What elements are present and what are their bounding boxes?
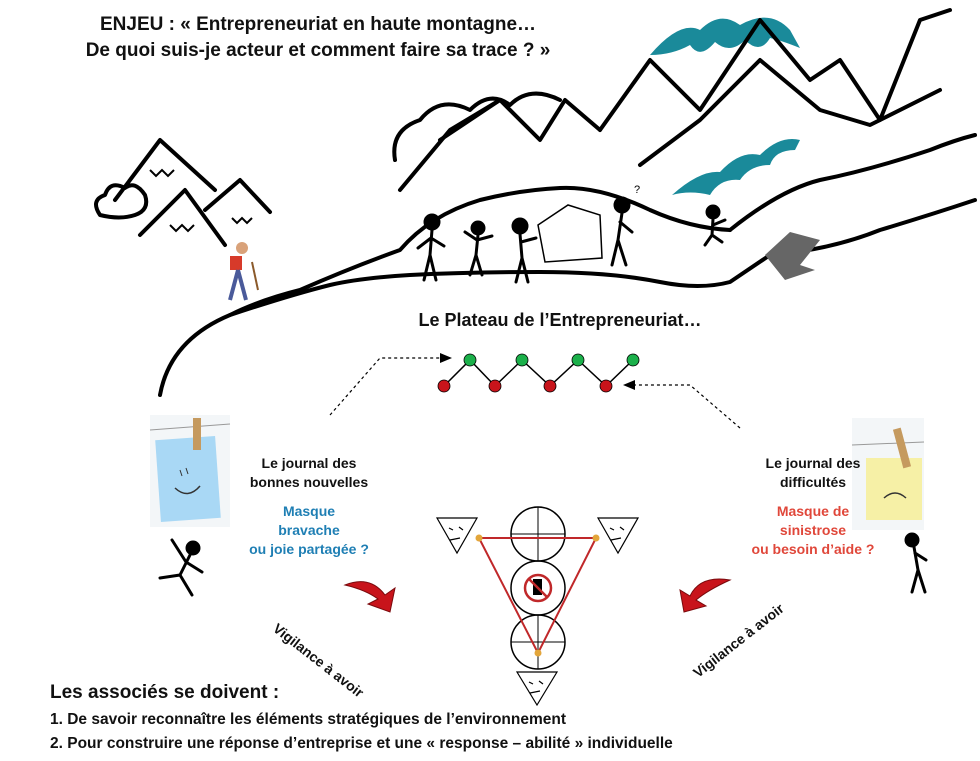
left-mask-line-2: bravache (278, 522, 340, 538)
zigzag-chain (437, 353, 640, 393)
right-mask-line-1: Masque de (776, 503, 850, 519)
left-mask-line-3: ou joie partagée ? (249, 541, 369, 557)
sticky-note-blue (149, 415, 231, 527)
left-mask-line-1: Masque (282, 503, 336, 519)
teal-peaks (650, 17, 800, 195)
right-journal-title-2: difficultés (779, 474, 847, 490)
right-mask-line-2: sinistrose (779, 522, 847, 538)
right-mask-line-3: ou besoin d’aide ? (751, 541, 875, 557)
small-triangles (435, 517, 640, 707)
worried-figure (904, 532, 928, 594)
plateau-figures (416, 196, 727, 284)
title-line-1: ENJEU : « Entrepreneuriat en haute monta… (99, 14, 537, 35)
plateau-label: Le Plateau de l’Entrepreneuriat… (418, 310, 702, 330)
left-journal: Le journal des bonnes nouvelles Masque b… (228, 454, 390, 559)
associates-item-2: 2. Pour construire une réponse d’entrepr… (50, 735, 673, 752)
arrowhead-right (440, 353, 452, 363)
left-journal-title-1: Le journal des (261, 455, 357, 471)
right-journal: Le journal des difficultés Masque de sin… (732, 454, 894, 559)
hiker (228, 242, 259, 301)
sticky-note-yellow (851, 418, 925, 530)
title-line-2: De quoi suis-je acteur et comment faire … (85, 40, 551, 61)
question-mark-glyph: ? (634, 184, 640, 196)
dashed-arrows (329, 357, 741, 429)
central-figure (475, 506, 600, 670)
vigilance-arrow-right (679, 578, 732, 613)
rock (765, 232, 820, 280)
arrowhead-left (623, 380, 635, 390)
paper-sheet (537, 204, 603, 263)
associates-item-1: 1. De savoir reconnaître les éléments st… (50, 711, 566, 728)
mountains (94, 8, 977, 397)
associates-title: Les associés se doivent : (50, 682, 280, 703)
right-journal-title-1: Le journal des (765, 455, 861, 471)
page-title: ENJEU : « Entrepreneuriat en haute monta… (18, 12, 618, 64)
left-journal-title-2: bonnes nouvelles (249, 474, 369, 490)
vigilance-arrow-left (343, 581, 396, 613)
dancing-figure (158, 538, 204, 597)
snow-marks (149, 168, 253, 233)
